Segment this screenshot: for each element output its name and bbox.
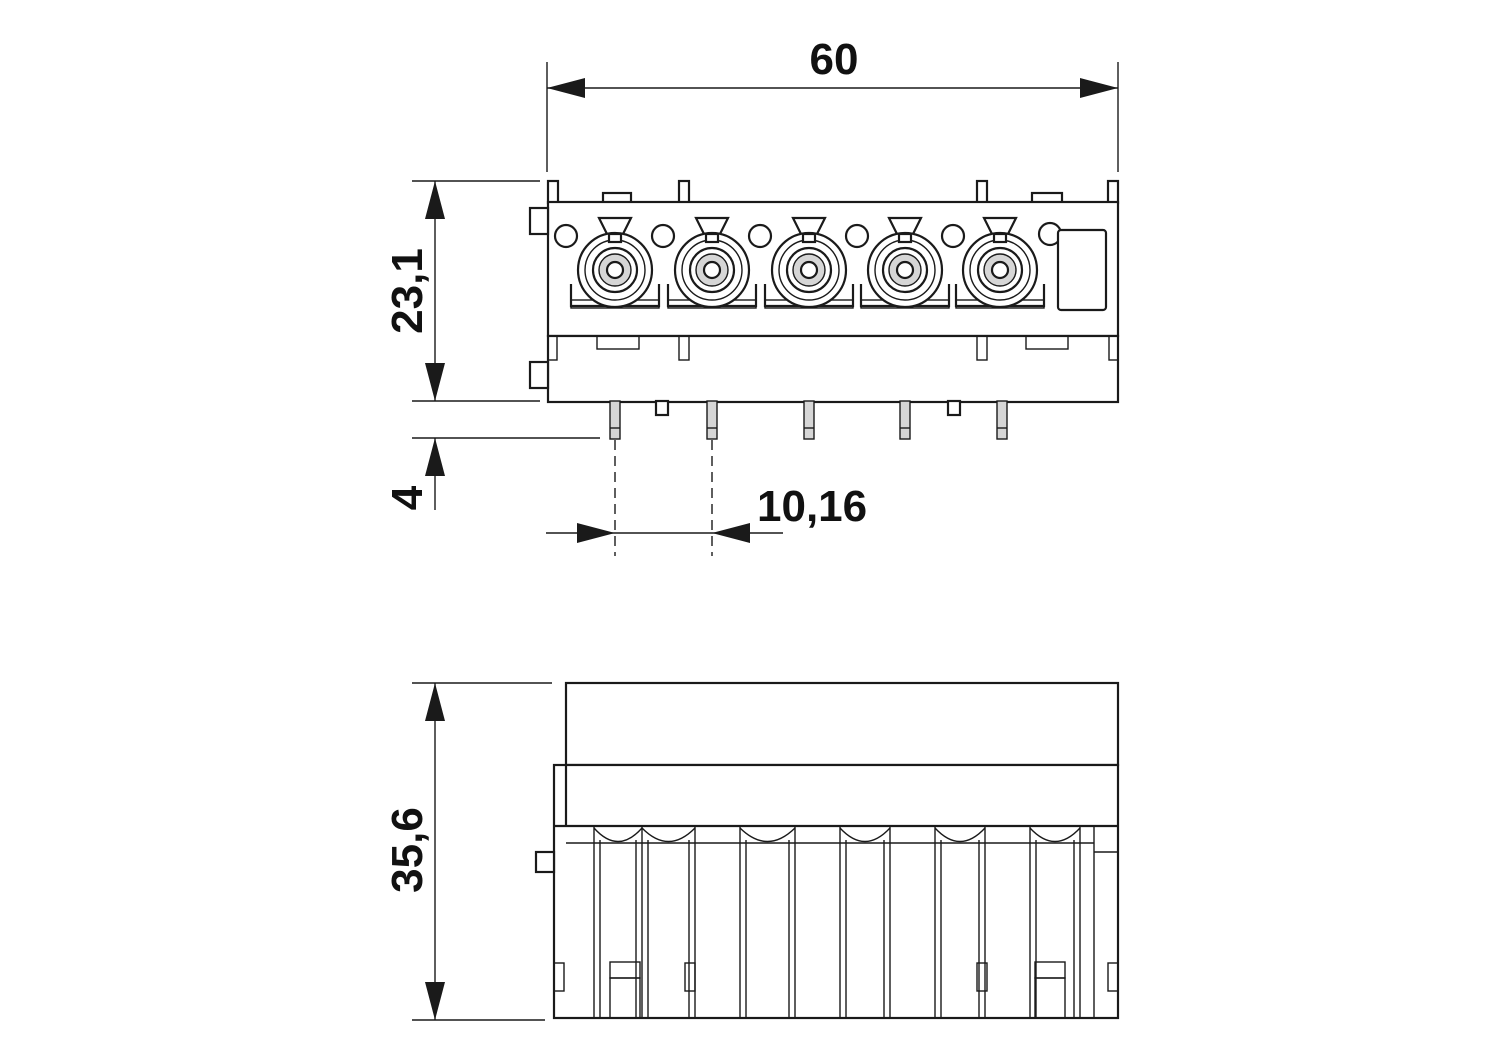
arrow-head <box>425 438 445 476</box>
side-post <box>976 962 988 992</box>
lower-post <box>1108 335 1119 361</box>
solder-pin <box>803 400 815 440</box>
corner-post-left <box>546 179 560 205</box>
top-post <box>975 179 989 205</box>
hole <box>747 223 773 249</box>
dim-body-height-label: 23,1 <box>383 248 432 334</box>
channel-scallop <box>934 827 986 843</box>
side-nub <box>534 850 556 874</box>
channel-group <box>553 826 1119 1019</box>
top-post <box>677 179 691 205</box>
hole <box>844 223 870 249</box>
solder-pin <box>609 400 621 440</box>
dimension-pitch: 10,16 <box>546 440 867 556</box>
dimension-depth: 35,6 <box>383 682 552 1021</box>
notch <box>897 232 913 244</box>
screw-center <box>605 260 625 280</box>
dim-pitch-label: 10,16 <box>757 482 867 531</box>
hole <box>940 223 966 249</box>
lower-slot <box>596 335 640 350</box>
side-post <box>553 962 565 992</box>
screw-terminal <box>763 216 855 309</box>
screw-center <box>990 260 1010 280</box>
arrow-head <box>1080 78 1118 98</box>
arrow-head <box>577 523 615 543</box>
arrow-head <box>425 683 445 721</box>
locating-peg <box>654 399 670 417</box>
top-cover <box>564 681 1120 767</box>
hole <box>650 223 676 249</box>
dim-overall-width-label: 60 <box>810 35 859 84</box>
side-tab <box>528 206 550 236</box>
dim-depth-label: 35,6 <box>383 807 432 893</box>
channel-scallop <box>1029 827 1081 843</box>
arrow-head <box>425 982 445 1020</box>
terminal-group <box>569 216 1046 309</box>
screw-terminal <box>569 216 661 309</box>
corner-post-right <box>1106 179 1120 205</box>
arrow-head <box>425 363 445 401</box>
lower-post <box>678 335 690 361</box>
dimension-body-height: 23,1 <box>383 180 540 402</box>
front-view <box>528 179 1120 440</box>
arrow-head <box>712 523 750 543</box>
housing-lower <box>546 334 1120 404</box>
channel-scallop <box>839 827 891 843</box>
channel-scallop <box>641 827 696 843</box>
lower-post <box>547 335 558 361</box>
side-post <box>684 962 696 992</box>
dimension-pin-length: 4 <box>383 437 600 510</box>
side-view <box>534 681 1120 1020</box>
pin-group <box>609 399 1008 440</box>
screw-center <box>702 260 722 280</box>
side-post <box>1107 962 1119 992</box>
side-tab <box>528 360 550 390</box>
notch <box>607 232 623 244</box>
arrow-head <box>425 181 445 219</box>
screw-terminal <box>666 216 758 309</box>
screw-terminal <box>954 216 1046 309</box>
solder-pin <box>706 400 718 440</box>
notch <box>704 232 720 244</box>
latch-body <box>1034 977 1066 1019</box>
dimension-overall-width: 60 <box>546 35 1119 172</box>
screw-center <box>799 260 819 280</box>
locating-peg <box>946 399 962 417</box>
screw-center <box>895 260 915 280</box>
lower-post <box>976 335 988 361</box>
channel-scallop <box>593 827 643 843</box>
notch <box>992 232 1008 244</box>
screw-terminal <box>859 216 951 309</box>
hole <box>553 223 579 249</box>
solder-pin <box>996 400 1008 440</box>
solder-pin <box>899 400 911 440</box>
notch <box>801 232 817 244</box>
lower-slot <box>1025 335 1069 350</box>
marker-window <box>1056 228 1108 312</box>
lower-housing <box>552 763 1120 1020</box>
arrow-head <box>547 78 585 98</box>
channel-scallop <box>739 827 796 843</box>
dim-pin-length-label: 4 <box>383 485 432 510</box>
latch-body <box>609 977 641 1019</box>
